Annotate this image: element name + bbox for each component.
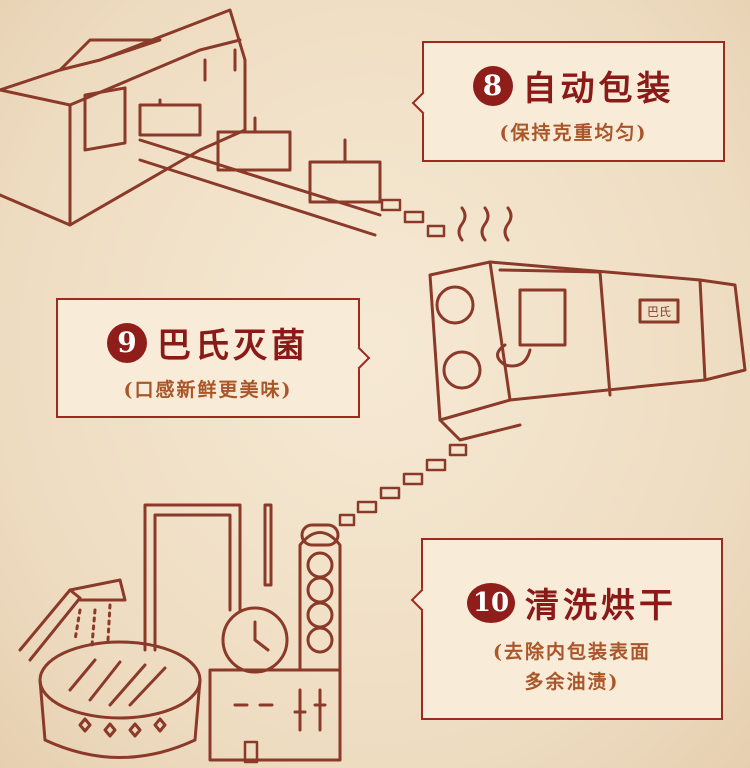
step-subtitle: (保持克重均匀): [499, 122, 648, 144]
step-title-text: 巴氏灭菌: [157, 326, 309, 366]
step-10-card: 10 清洗烘干 (去除内包装表面 多余油渍): [410, 538, 723, 720]
step-number-badge: 8: [472, 65, 513, 106]
step-title: 10 清洗烘干: [423, 578, 721, 627]
step-subtitle-line-1: (去除内包装表面: [493, 641, 651, 663]
step-title-text: 清洗烘干: [525, 586, 677, 626]
step-9-card: 9 巴氏灭菌 (口感新鲜更美味): [56, 298, 371, 418]
step-title: 8 自动包装: [424, 61, 723, 110]
step-number-badge: 10: [467, 582, 515, 623]
sterilizer-illustration: [428, 206, 747, 442]
step-title: 9 巴氏灭菌: [58, 318, 358, 367]
washing-drying-illustration: [18, 503, 342, 762]
step-subtitle: (口感新鲜更美味): [123, 379, 293, 401]
step-subtitle-line-2: 多余油渍): [524, 671, 620, 693]
step-8-card: 8 自动包装 (保持克重均匀): [411, 41, 725, 162]
packaging-machine-illustration: [0, 8, 382, 237]
step-title-text: 自动包装: [522, 69, 675, 109]
step-number-badge: 9: [107, 322, 147, 363]
